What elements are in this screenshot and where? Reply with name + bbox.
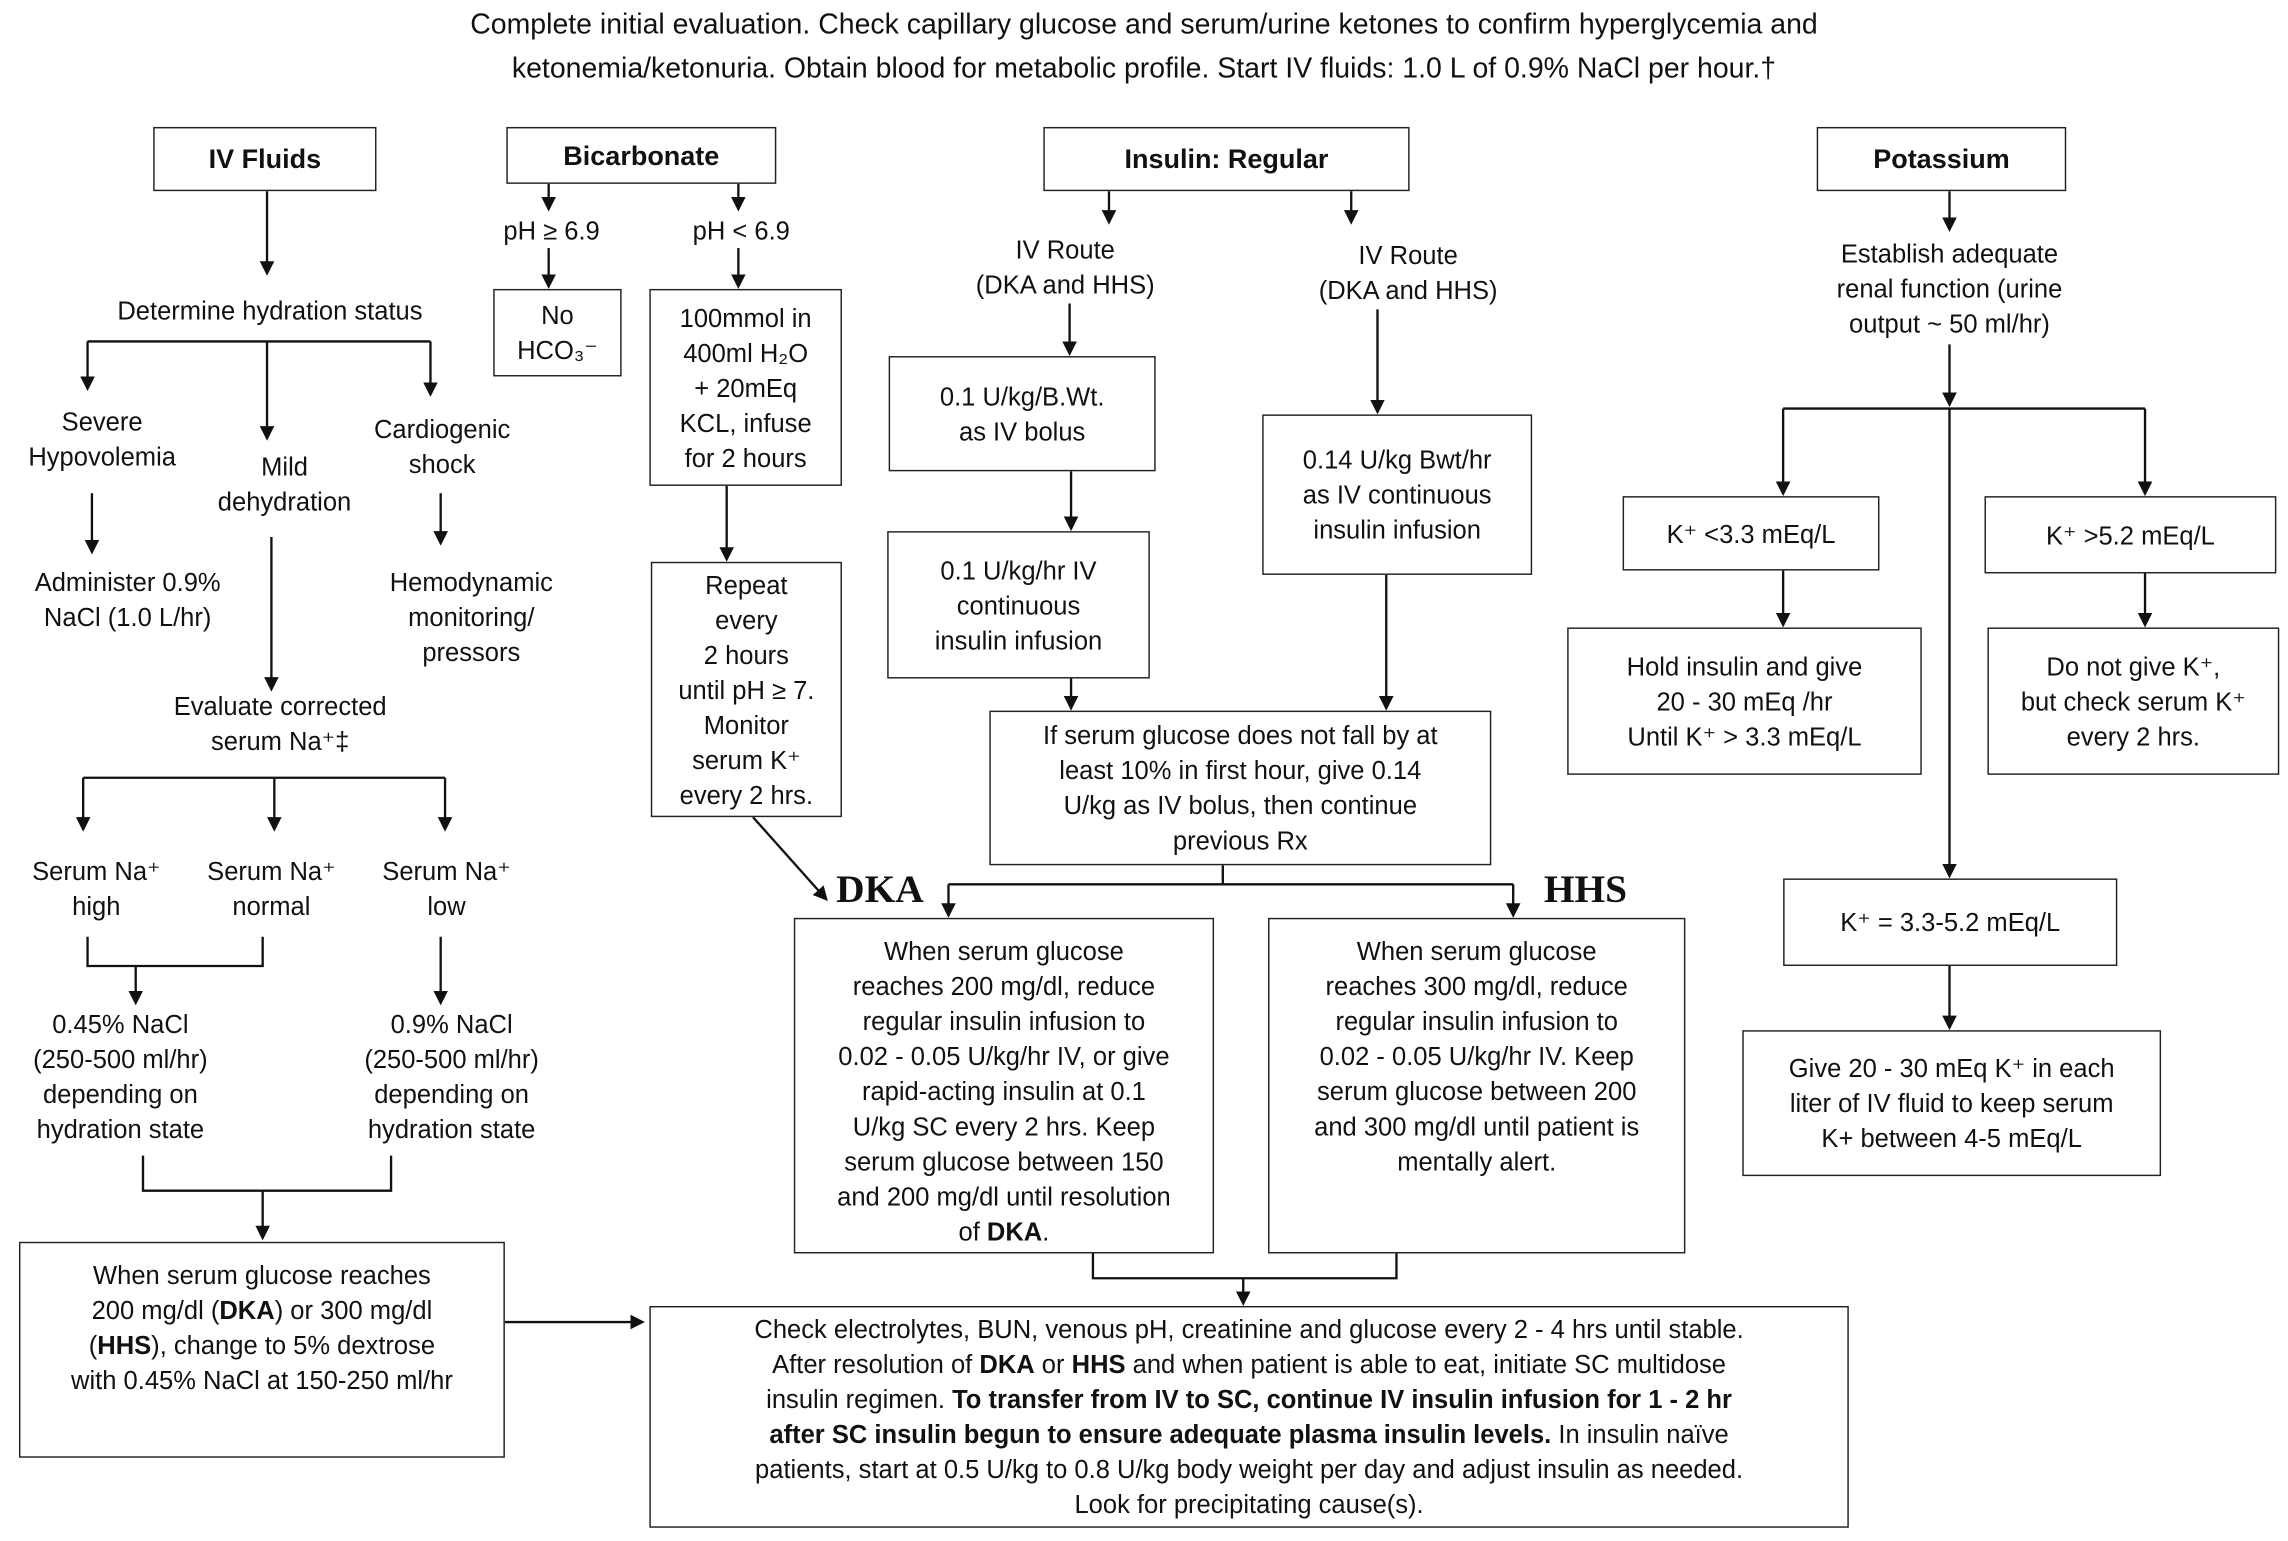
no-label: No: [541, 300, 574, 330]
dextrose-text-3: ), change to 5% dextrose with 0.45% NaCl…: [71, 1330, 453, 1395]
repeat-bicarbonate-box: Repeat every 2 hours until pH ≥ 7. Monit…: [650, 561, 842, 818]
dka-instructions-end: .: [1042, 1216, 1050, 1247]
monitoring-dka-bold: DKA: [979, 1349, 1035, 1379]
sodium-normal-label: Serum Na⁺ normal: [207, 856, 336, 921]
flowchart-title: Complete initial evaluation. Check capil…: [0, 3, 2288, 91]
administer-nacl-label: Administer 0.9% NaCl (1.0 L/hr): [34, 567, 221, 632]
dextrose-text-1: When serum glucose reaches 200 mg/dl (: [91, 1260, 431, 1325]
k-low-box: K⁺ <3.3 mEq/L: [1622, 496, 1880, 571]
iv-route-left-label: IV Route (DKA and HHS): [975, 234, 1155, 300]
dextrose-dka-bold: DKA: [219, 1295, 275, 1325]
nacl-09-label: 0.9% NaCl (250-500 ml/hr) depending on h…: [364, 1009, 539, 1145]
dka-instructions-bold: DKA: [986, 1216, 1043, 1247]
sodium-low-label: Serum Na⁺ low: [382, 856, 511, 921]
monitoring-text-4: In insulin naïve patients, start at 0.5 …: [755, 1419, 1744, 1520]
bicarbonate-infusion-box: 100mmol in 400ml H₂O + 20mEq KCL, infuse…: [649, 288, 842, 486]
k-normal-box: K⁺ = 3.3-5.2 mEq/L: [1783, 878, 2118, 966]
potassium-header: Potassium: [1816, 126, 2067, 192]
insulin-continuous-box: 0.1 U/kg/hr IV continuous insulin infusi…: [887, 531, 1150, 679]
ph-low-label: pH < 6.9: [692, 215, 790, 246]
dextrose-box: When serum glucose reaches 200 mg/dl (DK…: [18, 1241, 505, 1458]
title-line-2: ketonemia/ketonuria. Obtain blood for me…: [511, 52, 1777, 85]
monitoring-transition-box: Check electrolytes, BUN, venous pH, crea…: [649, 1305, 1849, 1528]
evaluate-sodium-label: Evaluate corrected serum Na⁺‡: [173, 691, 387, 756]
mild-dehydration-label: Mild dehydration: [217, 452, 352, 517]
hhs-label: HHS: [1543, 866, 1628, 911]
k-high-box: K⁺ >5.2 mEq/L: [1984, 496, 2277, 574]
monitoring-hhs-bold: HHS: [1071, 1349, 1126, 1379]
dextrose-hhs-bold: HHS: [97, 1330, 152, 1360]
hemodynamic-monitoring-label: Hemodynamic monitoring/ pressors: [389, 567, 553, 667]
dka-instructions-text: When serum glucose reaches 200 mg/dl, re…: [837, 936, 1171, 1247]
bicarbonate-header: Bicarbonate: [506, 126, 777, 184]
hhs-instructions-box: When serum glucose reaches 300 mg/dl, re…: [1268, 917, 1686, 1254]
cardiogenic-shock-label: Cardiogenic shock: [373, 414, 511, 479]
monitoring-text-1: Check electrolytes, BUN, venous pH, crea…: [754, 1314, 1744, 1379]
iv-fluids-header: IV Fluids: [153, 126, 377, 192]
hco3-label: HCO₃⁻: [517, 335, 598, 365]
sodium-high-label: Serum Na⁺ high: [32, 856, 161, 921]
dextrose-text-2: ) or 300 mg/dl (: [88, 1295, 433, 1360]
insulin-continuous-014-box: 0.14 U/kg Bwt/hr as IV continuous insuli…: [1262, 414, 1533, 575]
iv-route-right-label: IV Route (DKA and HHS): [1318, 240, 1498, 305]
no-bicarbonate-box: No HCO₃⁻: [493, 288, 622, 377]
do-not-give-k-box: Do not give K⁺, but check serum K⁺ every…: [1987, 627, 2280, 775]
renal-function-label: Establish adequate renal function (urine…: [1836, 239, 2063, 339]
title-line-1: Complete initial evaluation. Check capil…: [470, 8, 1818, 41]
glucose-not-falling-box: If serum glucose does not fall by at lea…: [989, 710, 1492, 866]
insulin-bolus-box: 0.1 U/kg/B.Wt. as IV bolus: [888, 356, 1156, 472]
hydration-status-label: Determine hydration status: [117, 296, 423, 326]
monitoring-transfer-bold: To transfer from IV to SC, continue IV i…: [769, 1384, 1732, 1449]
hold-insulin-box: Hold insulin and give 20 - 30 mEq /hr Un…: [1567, 627, 1922, 775]
dka-label: DKA: [836, 866, 924, 911]
severe-hypovolemia-label: Severe Hypovolemia: [28, 407, 176, 472]
insulin-regular-header: Insulin: Regular: [1043, 126, 1410, 192]
dka-instructions-box: When serum glucose reaches 200 mg/dl, re…: [793, 917, 1215, 1254]
ph-high-label: pH ≥ 6.9: [503, 215, 600, 246]
nacl-045-label: 0.45% NaCl (250-500 ml/hr) depending on …: [33, 1009, 208, 1145]
monitoring-text-2: or: [1034, 1349, 1072, 1379]
give-potassium-box: Give 20 - 30 mEq K⁺ in each liter of IV …: [1742, 1030, 2162, 1177]
monitoring-text-3: and when patient is able to eat, initiat…: [766, 1349, 1727, 1414]
